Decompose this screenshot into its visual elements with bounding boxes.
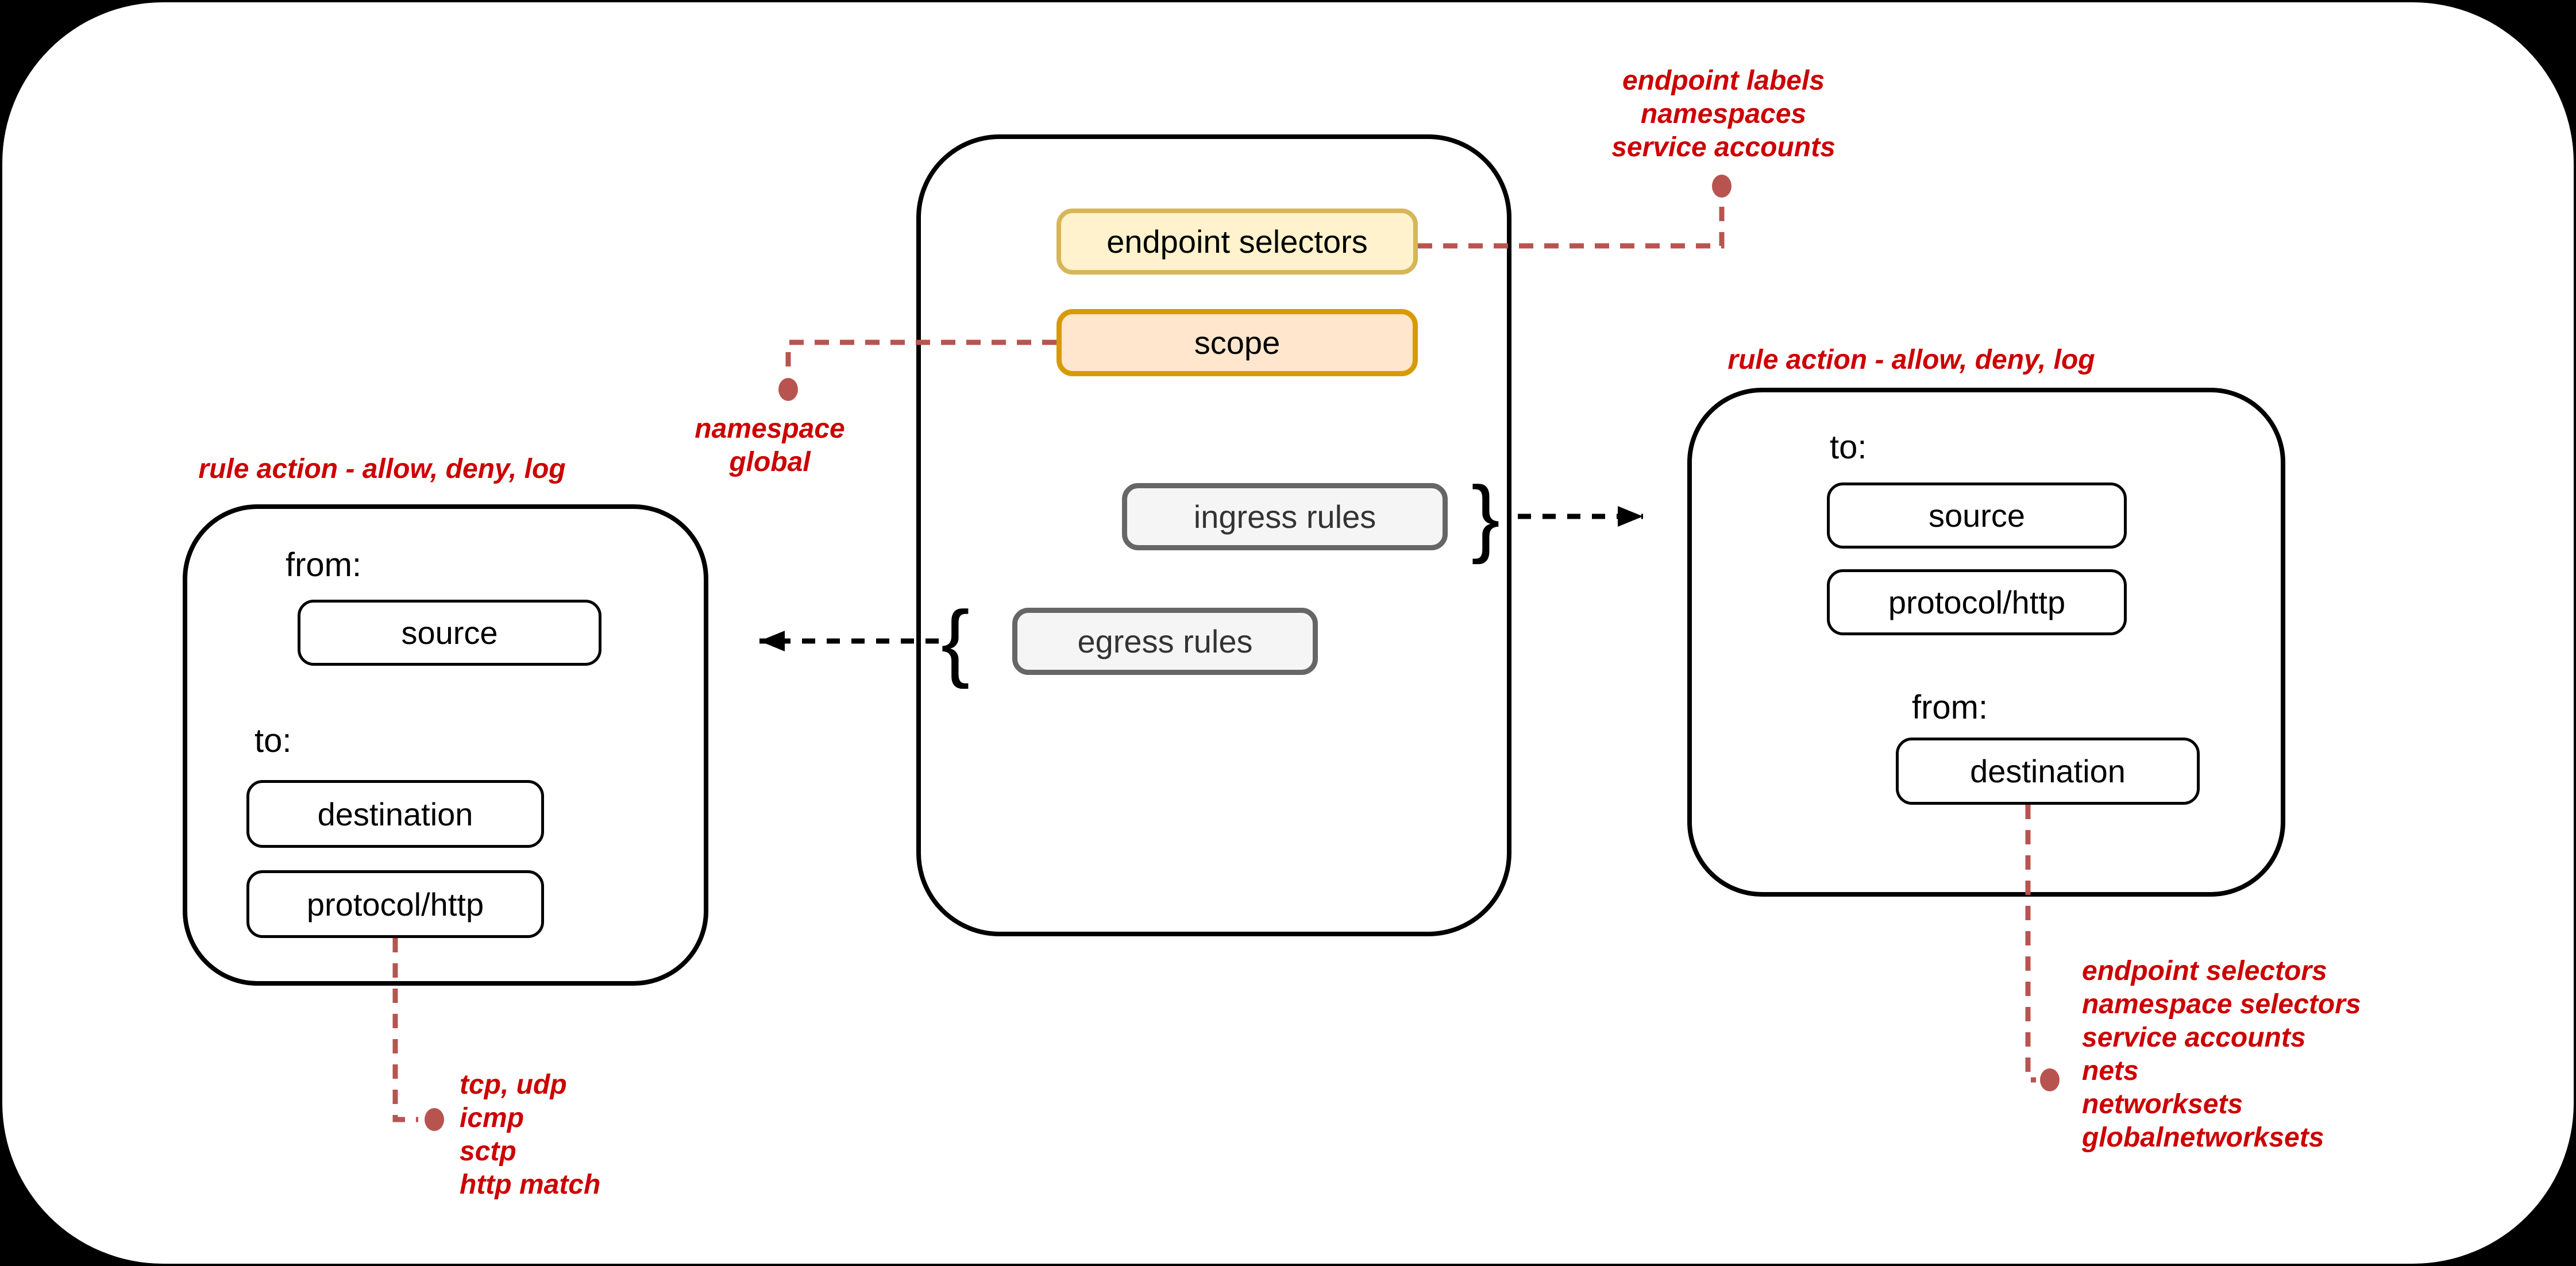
egress-rule-action-title: rule action - allow, deny, log: [198, 454, 566, 484]
ingress-rule-action-title: rule action - allow, deny, log: [1727, 345, 2095, 375]
ingress-rules-label: ingress rules: [1193, 499, 1376, 535]
annotation-line: http match: [460, 1169, 601, 1200]
egress-protocol-node: protocol/http: [246, 870, 544, 938]
ingress-to-label: to:: [1830, 429, 1867, 466]
egress-rules-label: egress rules: [1077, 623, 1253, 659]
ingress-destination-label: destination: [1970, 753, 2126, 789]
egress-from-label: from:: [286, 546, 362, 584]
annotation-line: nets: [2082, 1056, 2139, 1086]
annotation-line: sctp: [460, 1136, 516, 1167]
ingress-protocol-node: protocol/http: [1827, 569, 2127, 635]
egress-brace-icon: {: [940, 593, 970, 689]
annotation-line: endpoint labels: [1622, 65, 1825, 96]
annotation-protocol-options: tcp, udp icmp sctp http match: [460, 1068, 600, 1202]
ingress-protocol-label: protocol/http: [1888, 584, 2066, 620]
annotation-line: globalnetworksets: [2082, 1122, 2324, 1153]
ingress-rule-box: [1687, 388, 2285, 897]
annotation-line: networksets: [2082, 1089, 2243, 1120]
annotation-scope-options: namespace global: [655, 412, 885, 479]
endpoint-selectors-node: endpoint selectors: [1056, 209, 1418, 275]
egress-destination-node: destination: [246, 780, 544, 848]
annotation-endpoint-selector-options: endpoint labels namespaces service accou…: [1551, 64, 1896, 164]
annotation-line: tcp, udp: [460, 1070, 567, 1100]
annotation-line: namespace: [695, 414, 845, 444]
ingress-rules-node: ingress rules: [1122, 483, 1448, 550]
ingress-from-label: from:: [1912, 689, 1988, 726]
egress-protocol-label: protocol/http: [306, 886, 484, 923]
annotation-line: global: [729, 447, 811, 477]
ingress-source-node: source: [1827, 483, 2127, 549]
annotation-line: endpoint selectors: [2082, 956, 2327, 986]
annotation-line: service accounts: [1611, 132, 1835, 163]
ingress-brace-icon: }: [1471, 468, 1501, 565]
egress-to-label: to:: [254, 722, 292, 759]
annotation-destination-options: endpoint selectors namespace selectors s…: [2082, 955, 2361, 1155]
egress-source-label: source: [401, 615, 498, 651]
ingress-destination-node: destination: [1896, 738, 2200, 805]
scope-node: scope: [1056, 309, 1418, 376]
annotation-line: namespaces: [1640, 99, 1807, 129]
annotation-line: service accounts: [2082, 1022, 2306, 1053]
egress-rules-node: egress rules: [1012, 608, 1318, 675]
annotation-line: icmp: [460, 1103, 525, 1133]
egress-source-node: source: [298, 600, 601, 666]
scope-label: scope: [1194, 325, 1281, 361]
egress-destination-label: destination: [317, 796, 473, 832]
ingress-source-label: source: [1928, 497, 2026, 534]
annotation-line: namespace selectors: [2082, 989, 2361, 1020]
endpoint-selectors-label: endpoint selectors: [1106, 223, 1368, 260]
